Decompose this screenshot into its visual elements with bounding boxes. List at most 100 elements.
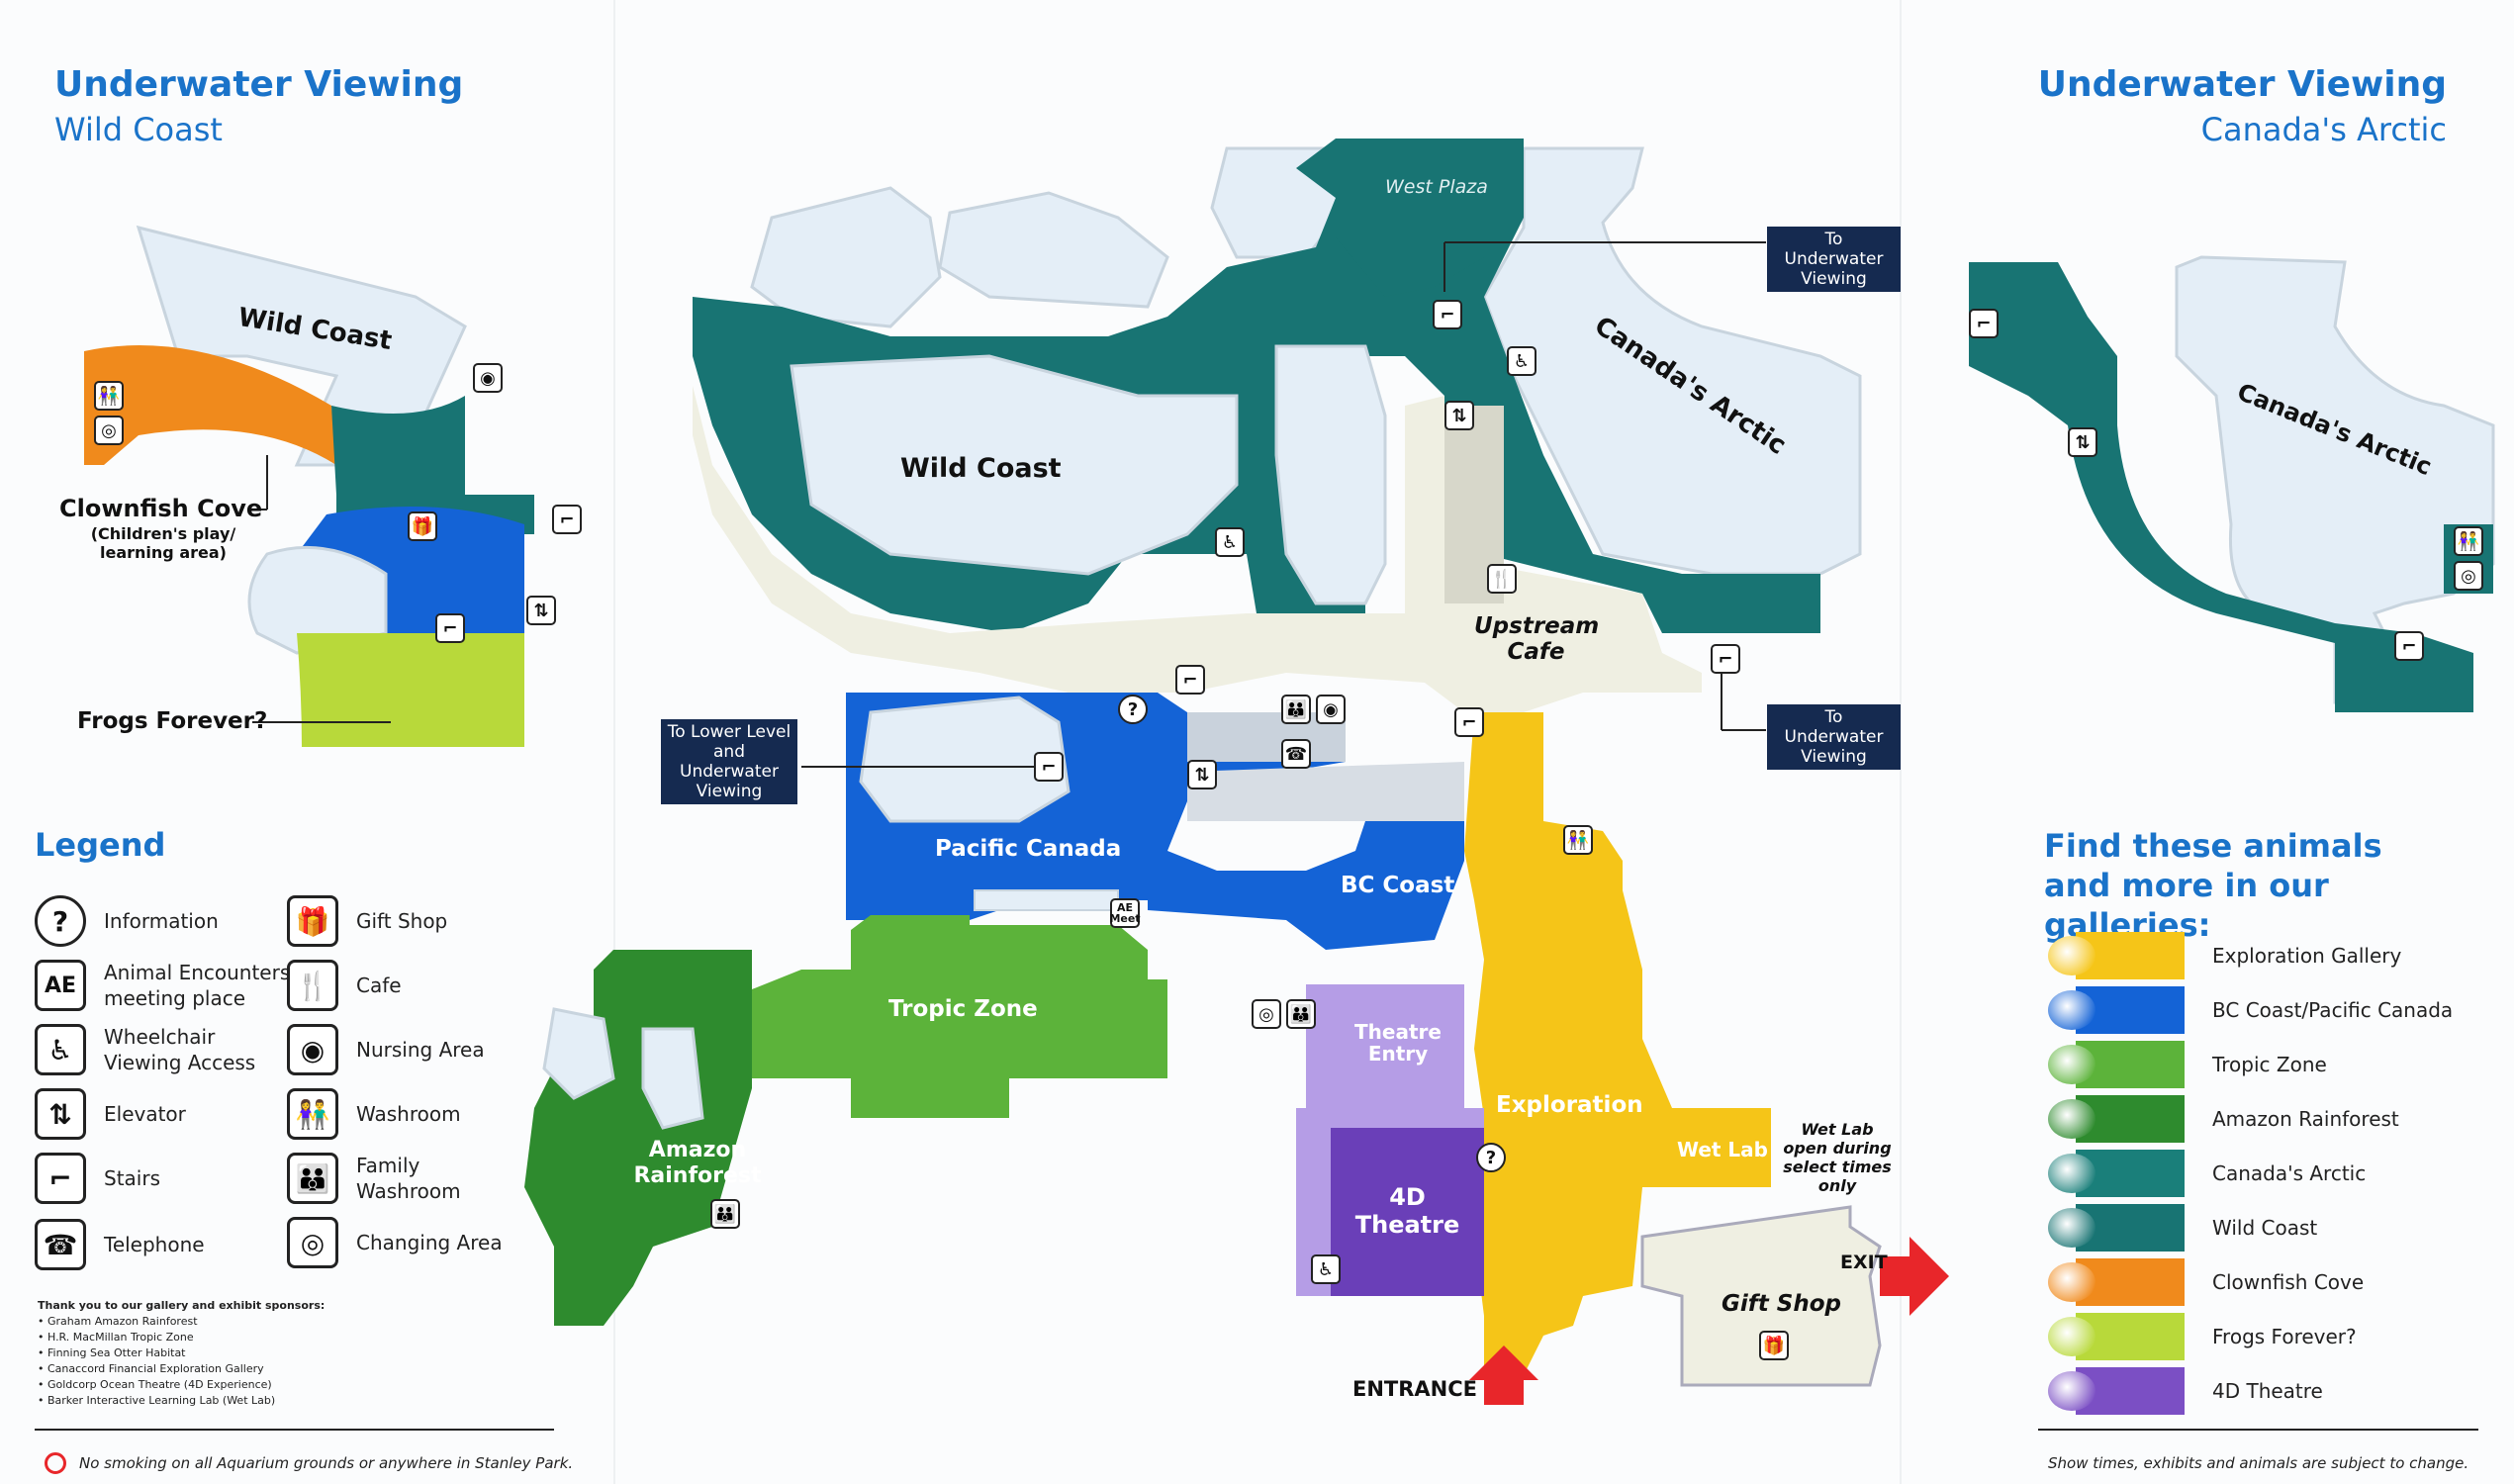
legend-label: Family Washroom: [356, 1154, 461, 1203]
gallery-key-item: Wild Coast: [2048, 1204, 2317, 1252]
animal-icon: [2048, 936, 2095, 975]
gallery-key-item: 4D Theatre: [2048, 1367, 2323, 1415]
telephone-icon: ☎: [1281, 739, 1311, 769]
legend-item-information: ? Information: [35, 895, 219, 947]
legend-label: Telephone: [104, 1233, 205, 1256]
elevator-icon: ⇅: [1444, 401, 1474, 430]
disclaimer: Show times, exhibits and animals are sub…: [2048, 1454, 2469, 1472]
changing-area-icon: ◎: [287, 1217, 338, 1268]
fold-line: [1900, 0, 1902, 1484]
gallery-label: Tropic Zone: [2212, 1053, 2327, 1076]
gallery-label: 4D Theatre: [2212, 1379, 2323, 1403]
frogs-forever-area: [297, 633, 524, 747]
elevator-icon: ⇅: [2068, 427, 2097, 457]
gallery-label: Exploration Gallery: [2212, 944, 2402, 968]
information-icon: ?: [1476, 1143, 1506, 1172]
stairs-icon: ⌐: [435, 613, 465, 643]
animal-icon: [2048, 1317, 2095, 1356]
stairs-icon: ⌐: [1034, 752, 1064, 782]
west-plaza-label: West Plaza: [1385, 176, 1488, 198]
left-header-title: Underwater Viewing: [54, 64, 464, 105]
exit-arrow: [1880, 1237, 1949, 1316]
information-icon: ?: [1118, 695, 1148, 724]
wheelchair-icon: ♿: [1311, 1254, 1341, 1284]
legend-label: Stairs: [104, 1166, 160, 1190]
galleries-title: Find these animals and more in our galle…: [2044, 827, 2382, 944]
family-washroom-icon: 👪: [1281, 695, 1311, 724]
right-header-title: Underwater Viewing: [2037, 64, 2447, 105]
family-washroom-icon: 👪: [1286, 999, 1316, 1029]
animal-icon: [2048, 1371, 2095, 1411]
cafe-icon: 🍴: [1487, 564, 1517, 594]
entrance-label: ENTRANCE: [1352, 1377, 1477, 1401]
sponsors-title: Thank you to our gallery and exhibit spo…: [38, 1299, 326, 1312]
no-smoking-note: No smoking on all Aquarium grounds or an…: [79, 1454, 574, 1472]
wet-lab-note: Wet Lab open during select times only: [1783, 1120, 1892, 1195]
gift-shop-label: Gift Shop: [1722, 1291, 1841, 1317]
stairs-icon: ⌐: [1175, 665, 1205, 695]
legend-item-cafe: 🍴 Cafe: [287, 960, 402, 1011]
legend-item-stairs: ⌐ Stairs: [35, 1153, 160, 1204]
gift-shop-icon: 🎁: [287, 895, 338, 947]
gallery-label: Wild Coast: [2212, 1216, 2318, 1240]
gift-shop-icon: 🎁: [1759, 1331, 1789, 1360]
tropic-zone-label: Tropic Zone: [888, 996, 1038, 1022]
gift-shop-icon: 🎁: [408, 511, 437, 541]
sponsor-item: • Finning Sea Otter Habitat: [38, 1346, 186, 1359]
upstream-cafe-label: Upstream Cafe: [1474, 613, 1600, 665]
legend-label: Washroom: [356, 1102, 461, 1126]
legend-label: Gift Shop: [356, 909, 448, 933]
legend-label: Wheelchair Viewing Access: [104, 1025, 256, 1074]
sponsors-block: Thank you to our gallery and exhibit spo…: [38, 1298, 453, 1409]
animal-icon: [2048, 1045, 2095, 1084]
legend-label: Elevator: [104, 1102, 186, 1126]
stairs-icon: ⌐: [1711, 644, 1740, 674]
changing-area-icon: ◎: [1252, 999, 1281, 1029]
nursing-area-icon: ◉: [287, 1024, 338, 1075]
legend-item-gift-shop: 🎁 Gift Shop: [287, 895, 447, 947]
fold-line: [613, 0, 615, 1484]
main-map: [252, 139, 1949, 1405]
animal-icon: [2048, 1154, 2095, 1193]
elevator-icon: ⇅: [35, 1088, 86, 1140]
clownfish-cove-label: Clownfish Cove: [59, 495, 263, 522]
stairs-icon: ⌐: [1433, 300, 1462, 329]
bc-coast-label: BC Coast: [1341, 873, 1455, 898]
telephone-icon: ☎: [35, 1219, 86, 1270]
gallery-key-item: BC Coast/Pacific Canada: [2048, 986, 2453, 1034]
wild-coast-pool: [790, 354, 1239, 576]
animal-icon: [2048, 990, 2095, 1030]
gallery-label: Frogs Forever?: [2212, 1325, 2357, 1348]
to-underwater-viewing-top[interactable]: To Underwater Viewing: [1767, 227, 1901, 292]
changing-area-icon: ◎: [2454, 561, 2483, 591]
to-lower-level-underwater[interactable]: To Lower Level and Underwater Viewing: [661, 719, 797, 804]
legend-label: Cafe: [356, 974, 402, 997]
wet-lab-label: Wet Lab: [1677, 1138, 1768, 1161]
theatre-entry-label: Theatre Entry: [1354, 1020, 1442, 1066]
right-header-subtitle: Canada's Arctic: [2200, 111, 2447, 148]
legend-item-wheelchair: ♿ Wheelchair Viewing Access: [35, 1024, 262, 1075]
animal-encounters-icon: AE: [35, 960, 86, 1011]
legend-item-washroom: 👫 Washroom: [287, 1088, 461, 1140]
no-smoking-icon: [45, 1452, 66, 1474]
nursing-area-icon: ◉: [473, 363, 503, 393]
inset-wild-coast: [84, 225, 534, 747]
elevator-icon: ⇅: [526, 596, 556, 625]
washroom-icon: 👫: [1563, 825, 1593, 855]
frogs-forever-label: Frogs Forever?: [77, 708, 268, 734]
entrance-arrow: [1469, 1345, 1538, 1405]
legend-item-changing-area: ◎ Changing Area: [287, 1217, 503, 1268]
wild-coast-label: Wild Coast: [900, 453, 1062, 484]
to-underwater-viewing-mid[interactable]: To Underwater Viewing: [1767, 704, 1901, 770]
stairs-icon: ⌐: [1454, 707, 1484, 737]
wheelchair-icon: ♿: [1215, 527, 1245, 557]
information-icon: ?: [35, 895, 86, 947]
cafe-icon: 🍴: [287, 960, 338, 1011]
gallery-label: Canada's Arctic: [2212, 1161, 2367, 1185]
legend-item-animal-encounters: AE Animal Encounters meeting place: [35, 960, 292, 1011]
gallery-key-item: Frogs Forever?: [2048, 1313, 2357, 1360]
gallery-key-item: Tropic Zone: [2048, 1041, 2327, 1088]
amazon-rainforest-label: Amazon Rainforest: [633, 1138, 762, 1188]
elevator-icon: ⇅: [1187, 760, 1217, 789]
